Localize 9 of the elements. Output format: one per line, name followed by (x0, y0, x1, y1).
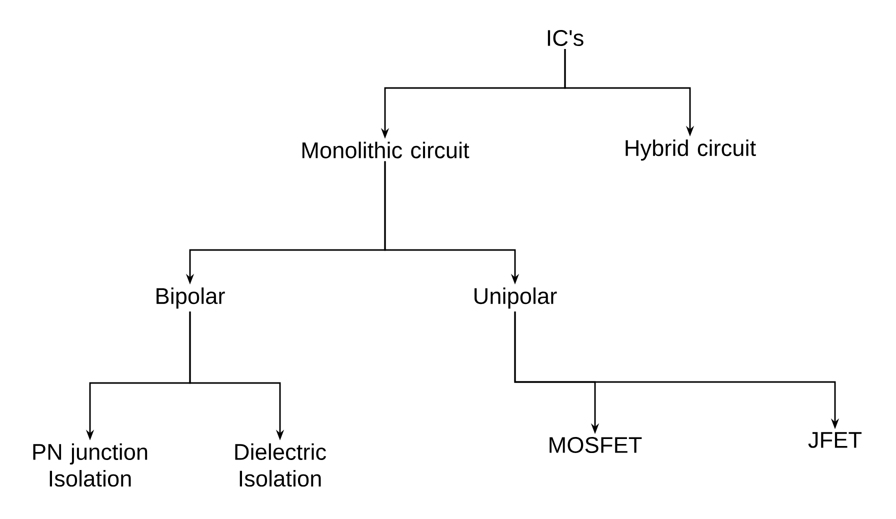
node-label: Bipolar (156, 287, 225, 309)
node-label: JFET (808, 432, 862, 448)
node-label: PN junction Isolation (33, 443, 148, 487)
node-label: Dielectric Isolation (235, 443, 326, 487)
node-label: IC's (548, 30, 584, 46)
node-label: Unipolar (474, 287, 557, 309)
node-label: MOSFET (550, 436, 642, 454)
node-label: Hybrid circuit (626, 139, 756, 161)
node-label: Monolithic circuit (302, 142, 470, 158)
